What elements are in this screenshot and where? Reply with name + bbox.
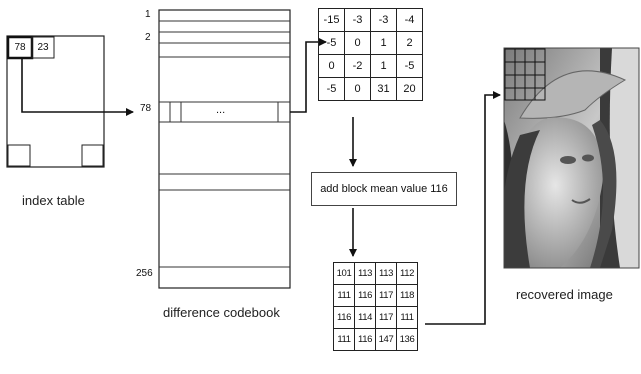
table-row: -5 0 1 2 xyxy=(318,31,423,55)
index-to-codebook-arrow xyxy=(21,58,134,116)
table-cell: 20 xyxy=(396,77,423,101)
table-cell: -4 xyxy=(396,8,423,32)
codebook-caption: difference codebook xyxy=(163,305,280,320)
recovered-block-table: 101 113 113 112 111 116 117 118 116 114 … xyxy=(333,262,418,351)
add-mean-step-box: add block mean value 116 xyxy=(311,172,457,206)
index-cell-second xyxy=(31,36,55,59)
table-cell: 111 xyxy=(396,306,418,329)
block-to-image-arrow xyxy=(425,91,501,325)
codebook-row-label-1: 1 xyxy=(145,9,151,20)
table-cell: 136 xyxy=(396,328,418,351)
table-row: 116 114 117 111 xyxy=(333,306,418,329)
table-cell: 147 xyxy=(375,328,397,351)
table-cell: 113 xyxy=(354,262,376,285)
table-cell: 118 xyxy=(396,284,418,307)
index-cell-78: 78 xyxy=(14,42,26,53)
table-cell: -15 xyxy=(318,8,345,32)
table-cell: 101 xyxy=(333,262,355,285)
index-cell-23: 23 xyxy=(37,42,49,53)
table-row: 111 116 117 118 xyxy=(333,284,418,307)
table-cell: 0 xyxy=(344,31,371,55)
codebook-row-label-78: 78 xyxy=(140,103,152,114)
table-cell: -5 xyxy=(318,31,345,55)
table-cell: 111 xyxy=(333,284,355,307)
table-cell: 117 xyxy=(375,306,397,329)
codebook-to-block-arrow xyxy=(290,38,327,113)
index-table-caption: index table xyxy=(22,193,85,208)
table-cell: 117 xyxy=(375,284,397,307)
table-cell: 1 xyxy=(370,54,397,78)
table-cell: -5 xyxy=(396,54,423,78)
codebook-row-78-cells xyxy=(169,102,279,122)
table-row: 101 113 113 112 xyxy=(333,262,418,285)
table-cell: -5 xyxy=(318,77,345,101)
codebook-row-ellipsis: ... xyxy=(216,104,226,116)
table-cell: 31 xyxy=(370,77,397,101)
index-cell-bottom-right xyxy=(81,144,104,167)
table-row: 0 -2 1 -5 xyxy=(318,54,423,78)
recovered-image-caption: recovered image xyxy=(516,287,613,302)
table-cell: -2 xyxy=(344,54,371,78)
table-cell: -3 xyxy=(344,8,371,32)
table-cell: 1 xyxy=(370,31,397,55)
index-cell-bottom-left xyxy=(7,144,31,167)
table-cell: 0 xyxy=(318,54,345,78)
table-cell: 2 xyxy=(396,31,423,55)
table-cell: 113 xyxy=(375,262,397,285)
recovered-image xyxy=(503,47,640,269)
table-cell: 116 xyxy=(333,306,355,329)
difference-block-table: -15 -3 -3 -4 -5 0 1 2 0 -2 1 -5 -5 0 31 … xyxy=(318,8,423,101)
table-cell: -3 xyxy=(370,8,397,32)
codebook-box xyxy=(158,9,291,289)
codebook-row-label-256: 256 xyxy=(136,268,153,279)
table-cell: 114 xyxy=(354,306,376,329)
table-cell: 112 xyxy=(396,262,418,285)
table-cell: 111 xyxy=(333,328,355,351)
codebook-row-label-2: 2 xyxy=(145,32,151,43)
table-cell: 116 xyxy=(354,284,376,307)
table-row: -15 -3 -3 -4 xyxy=(318,8,423,32)
table-cell: 0 xyxy=(344,77,371,101)
table-cell: 116 xyxy=(354,328,376,351)
add-mean-step-label: add block mean value 116 xyxy=(320,183,448,195)
table-row: -5 0 31 20 xyxy=(318,77,423,101)
table-row: 111 116 147 136 xyxy=(333,328,418,351)
